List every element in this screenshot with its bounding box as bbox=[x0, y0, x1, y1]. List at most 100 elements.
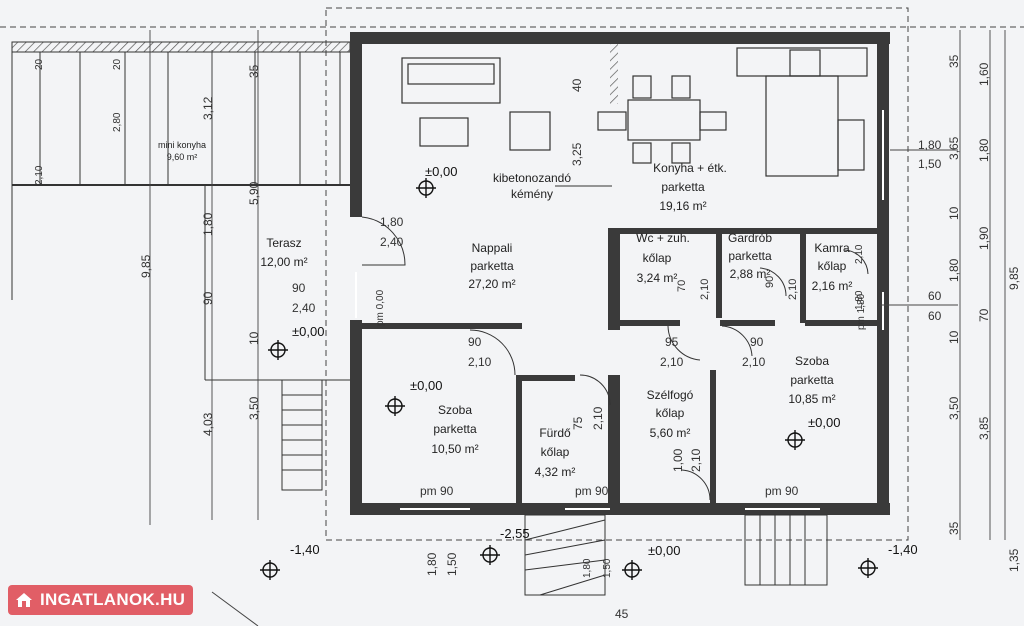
room-floor: parketta bbox=[728, 249, 772, 263]
level-label: ±0,00 bbox=[648, 543, 680, 558]
dim-label: 1,80 bbox=[947, 258, 961, 282]
dim-label: 90 bbox=[750, 335, 764, 349]
pm-label: pm 90 bbox=[765, 484, 799, 498]
dim-label: 1,60 bbox=[977, 62, 991, 86]
dim-label: 2,10 bbox=[34, 165, 45, 185]
stairs bbox=[281, 379, 828, 596]
room-area: 19,16 m² bbox=[659, 199, 706, 213]
level-label: ±0,00 bbox=[410, 378, 442, 393]
room-name: Fürdő bbox=[539, 426, 571, 440]
room-name: Nappali bbox=[472, 241, 513, 255]
dim-label: 90 bbox=[201, 291, 215, 305]
dim-label: 2,40 bbox=[292, 301, 316, 315]
parapet-labels: pm 90 pm 90 pm 90 pm 0,00 pm 1,80 bbox=[375, 289, 867, 498]
level-label: ±0,00 bbox=[425, 164, 457, 179]
room-area: 10,85 m² bbox=[788, 392, 835, 406]
dim-label: 1,80 bbox=[854, 290, 865, 310]
dim-label: 1,80 bbox=[425, 552, 439, 576]
room-area: 4,32 m² bbox=[535, 465, 576, 479]
room-area: 2,88 m² bbox=[730, 267, 771, 281]
room-name: Kamra bbox=[814, 241, 850, 255]
dim-label: 2,10 bbox=[689, 448, 703, 472]
dim-label: 2,10 bbox=[591, 406, 605, 430]
pm-label: pm 1,80 bbox=[856, 293, 867, 330]
dim-label: 10 bbox=[947, 206, 961, 220]
room-labels: Terasz 12,00 m² Nappali parketta 27,20 m… bbox=[158, 140, 852, 479]
chimney-note-line2: kémény bbox=[511, 187, 553, 201]
level-labels: ±0,00 ±0,00 ±0,00 ±0,00 ±0,00 -2,55 -1,4… bbox=[290, 164, 918, 558]
dim-label: 95 bbox=[665, 335, 679, 349]
room-floor: parketta bbox=[433, 422, 477, 436]
room-name: Terasz bbox=[266, 236, 301, 250]
left-dimensions: 9,85 4,03 1,80 90 3,50 10 3,12 2,80 2,10… bbox=[34, 58, 261, 436]
room-area: 27,20 m² bbox=[468, 277, 515, 291]
dim-label: 35 bbox=[947, 521, 961, 535]
dim-label: 10 bbox=[247, 331, 261, 345]
dimension-lines bbox=[149, 30, 1006, 540]
room-name: Szélfogó bbox=[647, 388, 694, 402]
room-area: 9,60 m² bbox=[167, 152, 198, 162]
dim-label: 4,03 bbox=[201, 412, 215, 436]
chimney-note-line1: kibetonozandó bbox=[493, 171, 571, 185]
dim-label: 2,10 bbox=[742, 355, 766, 369]
pm-label: pm 0,00 bbox=[375, 289, 386, 326]
dim-label: 3,50 bbox=[947, 396, 961, 420]
dim-label: 2,10 bbox=[787, 279, 799, 300]
dim-label: 20 bbox=[112, 58, 123, 70]
construction-line bbox=[211, 591, 259, 626]
dim-label: 2,10 bbox=[468, 355, 492, 369]
dim-label: 3,25 bbox=[570, 142, 584, 166]
dim-label: 10 bbox=[947, 330, 961, 344]
dim-label: 2,40 bbox=[380, 235, 404, 249]
dim-label: 20 bbox=[34, 58, 45, 70]
pm-label: pm 90 bbox=[575, 484, 609, 498]
dim-label: 70 bbox=[676, 280, 688, 292]
opening-dimensions: 1,80 2,40 90 2,40 90 2,10 95 2,10 90 2,1… bbox=[292, 78, 942, 578]
level-label: -2,55 bbox=[500, 526, 530, 541]
level-label: ±0,00 bbox=[808, 415, 840, 430]
room-name: Wc + zuh. bbox=[636, 231, 690, 245]
dim-label: 60 bbox=[928, 309, 942, 323]
dim-label: 70 bbox=[977, 308, 991, 322]
dim-label: 1,80 bbox=[380, 215, 404, 229]
room-floor: parketta bbox=[661, 180, 705, 194]
level-markers bbox=[260, 178, 878, 580]
room-name: Szoba bbox=[438, 403, 472, 417]
dim-label: 1,80 bbox=[582, 558, 593, 578]
level-label: -1,40 bbox=[888, 542, 918, 557]
dim-label: 1,00 bbox=[671, 448, 685, 472]
dim-label: 9,85 bbox=[1007, 266, 1021, 290]
room-floor: kőlap bbox=[541, 445, 570, 459]
room-floor: kőlap bbox=[818, 259, 847, 273]
furniture bbox=[401, 47, 868, 177]
dashed-boundary bbox=[0, 7, 1024, 541]
doors bbox=[361, 216, 869, 501]
room-area: 10,50 m² bbox=[431, 442, 478, 456]
dim-label: 40 bbox=[570, 78, 584, 92]
dim-label: 2,10 bbox=[699, 279, 711, 300]
room-area: 3,24 m² bbox=[637, 271, 678, 285]
pm-label: pm 90 bbox=[420, 484, 454, 498]
room-name: Szoba bbox=[795, 354, 829, 368]
room-floor: parketta bbox=[790, 373, 834, 387]
dim-label: 2,10 bbox=[660, 355, 684, 369]
walls bbox=[350, 32, 890, 515]
dim-label: 90 bbox=[764, 276, 776, 288]
dim-label: 60 bbox=[928, 289, 942, 303]
dim-label: 3,85 bbox=[977, 416, 991, 440]
level-label: -1,40 bbox=[290, 542, 320, 557]
right-dimensions: 35 1,60 3,65 1,80 10 1,90 1,80 70 10 3,5… bbox=[947, 54, 1021, 572]
bottom-dim-label: 45 bbox=[615, 607, 629, 621]
dim-label: 9,85 bbox=[139, 254, 153, 278]
dim-label: 3,65 bbox=[947, 136, 961, 160]
dim-label: 1,80 bbox=[201, 212, 215, 236]
dim-label: 1,90 bbox=[977, 226, 991, 250]
room-name: Gardrób bbox=[728, 231, 772, 245]
dim-label: 2,80 bbox=[112, 112, 123, 132]
dim-label: 1,50 bbox=[445, 552, 459, 576]
dim-label: 3,50 bbox=[247, 396, 261, 420]
dim-label: 1,80 bbox=[977, 138, 991, 162]
room-floor: kőlap bbox=[656, 406, 685, 420]
watermark-text: INGATLANOK.HU bbox=[40, 590, 186, 609]
